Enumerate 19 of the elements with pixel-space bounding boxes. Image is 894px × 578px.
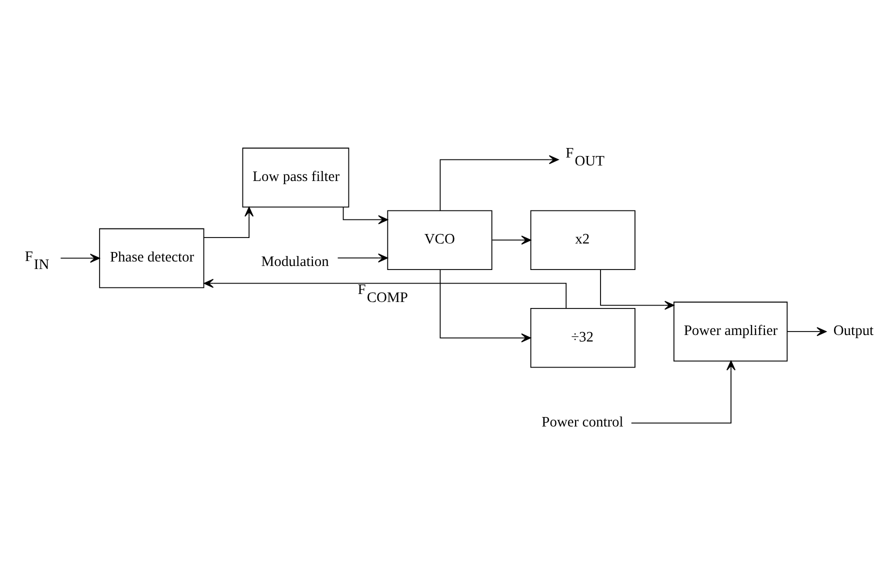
node-text: Output bbox=[833, 323, 874, 340]
node-box: ÷32 bbox=[530, 308, 636, 368]
arrow bbox=[60, 254, 100, 263]
arrow bbox=[600, 269, 674, 310]
node-box: Phase detector bbox=[99, 228, 204, 288]
node-box: Power amplifier bbox=[673, 302, 788, 362]
arrow bbox=[337, 253, 388, 262]
node-box: VCO bbox=[387, 210, 492, 270]
arrow bbox=[203, 206, 254, 238]
arrow bbox=[786, 327, 827, 336]
arrow bbox=[204, 278, 567, 309]
node-box: Low pass filter bbox=[242, 148, 350, 208]
arrow bbox=[440, 155, 559, 212]
arrow bbox=[440, 269, 532, 342]
node-text: Modulation bbox=[261, 254, 329, 270]
node-box: x2 bbox=[530, 210, 636, 270]
arrow bbox=[630, 360, 736, 424]
arrow bbox=[492, 236, 532, 245]
node-text: Power control bbox=[542, 414, 624, 431]
